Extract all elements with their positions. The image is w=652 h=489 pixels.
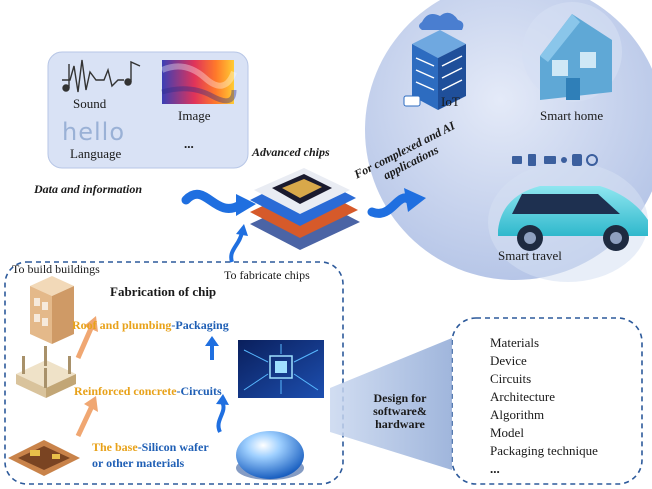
design-funnel [330, 338, 452, 470]
image-thumbnail [160, 60, 237, 104]
circuits-text: -Circuits [176, 384, 222, 398]
smart-car-icon [488, 162, 648, 282]
to-fabricate-label: To fabricate chips [224, 268, 310, 282]
smart-home-icon [522, 2, 622, 102]
image-label: Image [178, 108, 211, 123]
design-box [451, 317, 643, 485]
design-item: Circuits [490, 371, 532, 386]
design-item: Algorithm [490, 407, 545, 422]
design-item: Packaging technique [490, 443, 598, 458]
iot-label: IoT [441, 94, 460, 109]
building-frame-icon [16, 346, 76, 398]
design-label-line-1: Design for [373, 391, 427, 405]
flow-arrow-ai [367, 188, 426, 218]
hello-text: hello [62, 118, 125, 146]
design-label: Design for software& hardware [360, 392, 440, 431]
fabrication-box [4, 261, 344, 485]
to-build-label: To build buildings [12, 262, 100, 276]
silicon-wafer-icon [236, 431, 304, 480]
sound-label: Sound [73, 96, 107, 111]
circuit-board-image [238, 340, 324, 398]
building-arrow-2 [75, 316, 98, 360]
design-item: Model [490, 425, 524, 440]
flow-arrow-fabricate [229, 224, 248, 263]
base-wafer-label: The base-Silicon wafer [92, 440, 209, 455]
roof-packaging-label: Roof and plumbing-Packaging [72, 318, 229, 333]
design-label-line-2: software& [373, 404, 427, 418]
gadget-icons [512, 154, 598, 166]
smart-travel-label: Smart travel [498, 248, 562, 263]
flow-arrow-wafer-up [216, 394, 229, 433]
concrete-circuits-label: Reinforced concrete-Circuits [74, 384, 222, 399]
design-label-line-3: hardware [375, 417, 425, 431]
building-foundation-icon [8, 440, 80, 476]
advanced-chip-icon [250, 168, 360, 250]
concrete-text: Reinforced concrete [74, 384, 177, 398]
design-item: ... [490, 461, 500, 476]
design-item: Device [490, 353, 527, 368]
iot-server-icon [403, 12, 466, 110]
more-data-ellipsis: ... [184, 136, 194, 151]
packaging-text: -Packaging [171, 318, 229, 332]
smart-home-label: Smart home [540, 108, 604, 123]
other-materials-label: or other materials [92, 456, 185, 470]
design-list: Materials Device Circuits Architecture A… [490, 334, 598, 478]
design-item: Architecture [490, 389, 555, 404]
design-item: Materials [490, 335, 540, 350]
music-notes-icon [62, 59, 141, 93]
roof-text: Roof and plumbing [72, 318, 172, 332]
wafer-text: -Silicon wafer [137, 440, 209, 454]
building-roof-icon [30, 276, 74, 344]
language-label: Language [70, 146, 122, 161]
base-text: The base [92, 440, 138, 454]
data-information-label: Data and information [34, 182, 143, 196]
advanced-chips-label: Advanced chips [252, 145, 330, 159]
fabrication-title: Fabrication of chip [110, 284, 217, 299]
building-arrow-1 [75, 396, 98, 438]
flow-arrow-circuits-up [205, 336, 219, 360]
flow-arrow-data [181, 189, 256, 216]
